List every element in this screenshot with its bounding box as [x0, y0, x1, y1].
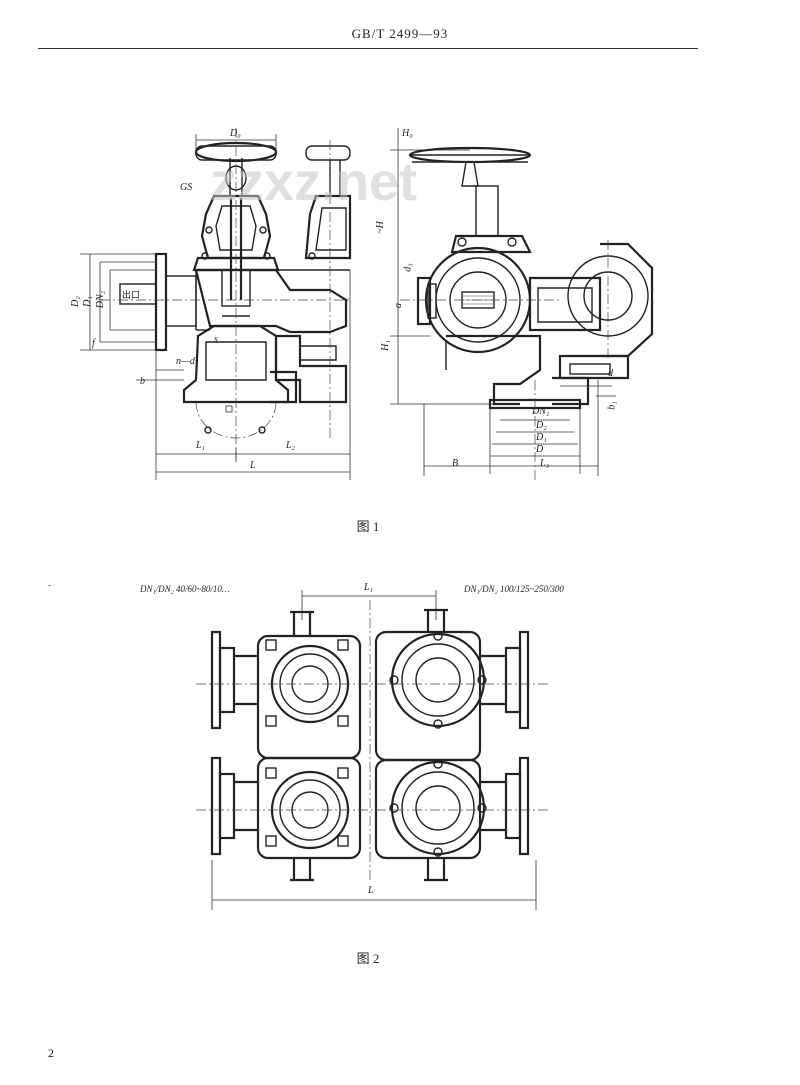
figure2-caption: 图 2 — [356, 951, 380, 966]
fig1-label-d2: D₂ — [69, 296, 81, 307]
fig1-label-h0: H₀ — [402, 128, 413, 139]
fig1-label-f: f — [92, 338, 95, 349]
figure1-drawing: zzxz.net — [80, 128, 654, 480]
fig1-label-l1: L₁ — [196, 440, 206, 451]
fig1-label-b1: b₁ — [606, 401, 618, 410]
fig1-label-d3: d₃ — [402, 263, 414, 272]
fig1-label-l3: L₃ — [540, 458, 550, 469]
fig1-label-d0: D₀ — [230, 128, 241, 139]
fig1-label-h: ~H — [374, 221, 386, 234]
fig2-left-note: DN₁/DN₂ 40/60~80/10… — [140, 584, 230, 594]
fig1-label-d1b: D₁ — [536, 432, 547, 443]
fig2-right-note: DN₁/DN₂ 100/125~250/300 — [464, 584, 564, 594]
page-number: 2 — [48, 1046, 54, 1060]
standard-header: GB/T 2499—93 — [351, 26, 449, 41]
fig2-label-l1: L₁ — [364, 582, 374, 593]
fig1-label-s: s — [214, 334, 218, 345]
fig1-label-dd: D — [536, 444, 544, 455]
fig1-label-d2b: D₂ — [536, 420, 547, 431]
fig1-label-h1: H₁ — [379, 340, 391, 351]
fig1-label-gs: GS — [180, 182, 193, 193]
fig2-label-l: L — [368, 885, 374, 896]
fig1-label-nd: n—d — [176, 356, 195, 367]
fig1-label-a: a — [393, 303, 404, 308]
figure1-caption: 图 1 — [356, 519, 380, 534]
fig1-label-outlet: 出口 — [122, 290, 141, 300]
watermark-text: zzxz.net — [210, 152, 417, 212]
header-rule — [38, 48, 698, 49]
fig1-label-dn2: DN₂ — [95, 290, 107, 309]
fig1-label-b: b — [140, 376, 145, 387]
fig1-label-l2: L₂ — [286, 440, 296, 451]
fig1-label-b-big: B — [452, 458, 459, 469]
fig1-label-d1: D₁ — [81, 296, 93, 307]
fig1-label-dn1: DN₁ — [532, 406, 550, 417]
fig1-label-d-small: d — [608, 368, 613, 379]
figure2-drawing — [196, 590, 548, 910]
fig2-dash: - — [48, 580, 51, 590]
fig1-label-l: L — [250, 460, 256, 471]
